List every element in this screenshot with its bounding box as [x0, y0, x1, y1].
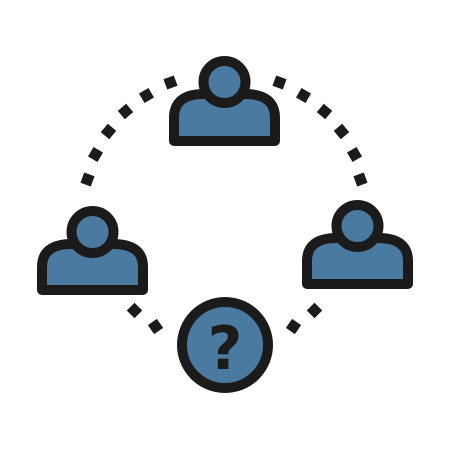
question-mark: ? — [208, 314, 243, 384]
person-icon-left — [37, 206, 148, 295]
person-icon-right — [302, 200, 413, 289]
question-circle-icon: ? — [177, 297, 273, 393]
person-icon-top — [169, 56, 280, 146]
